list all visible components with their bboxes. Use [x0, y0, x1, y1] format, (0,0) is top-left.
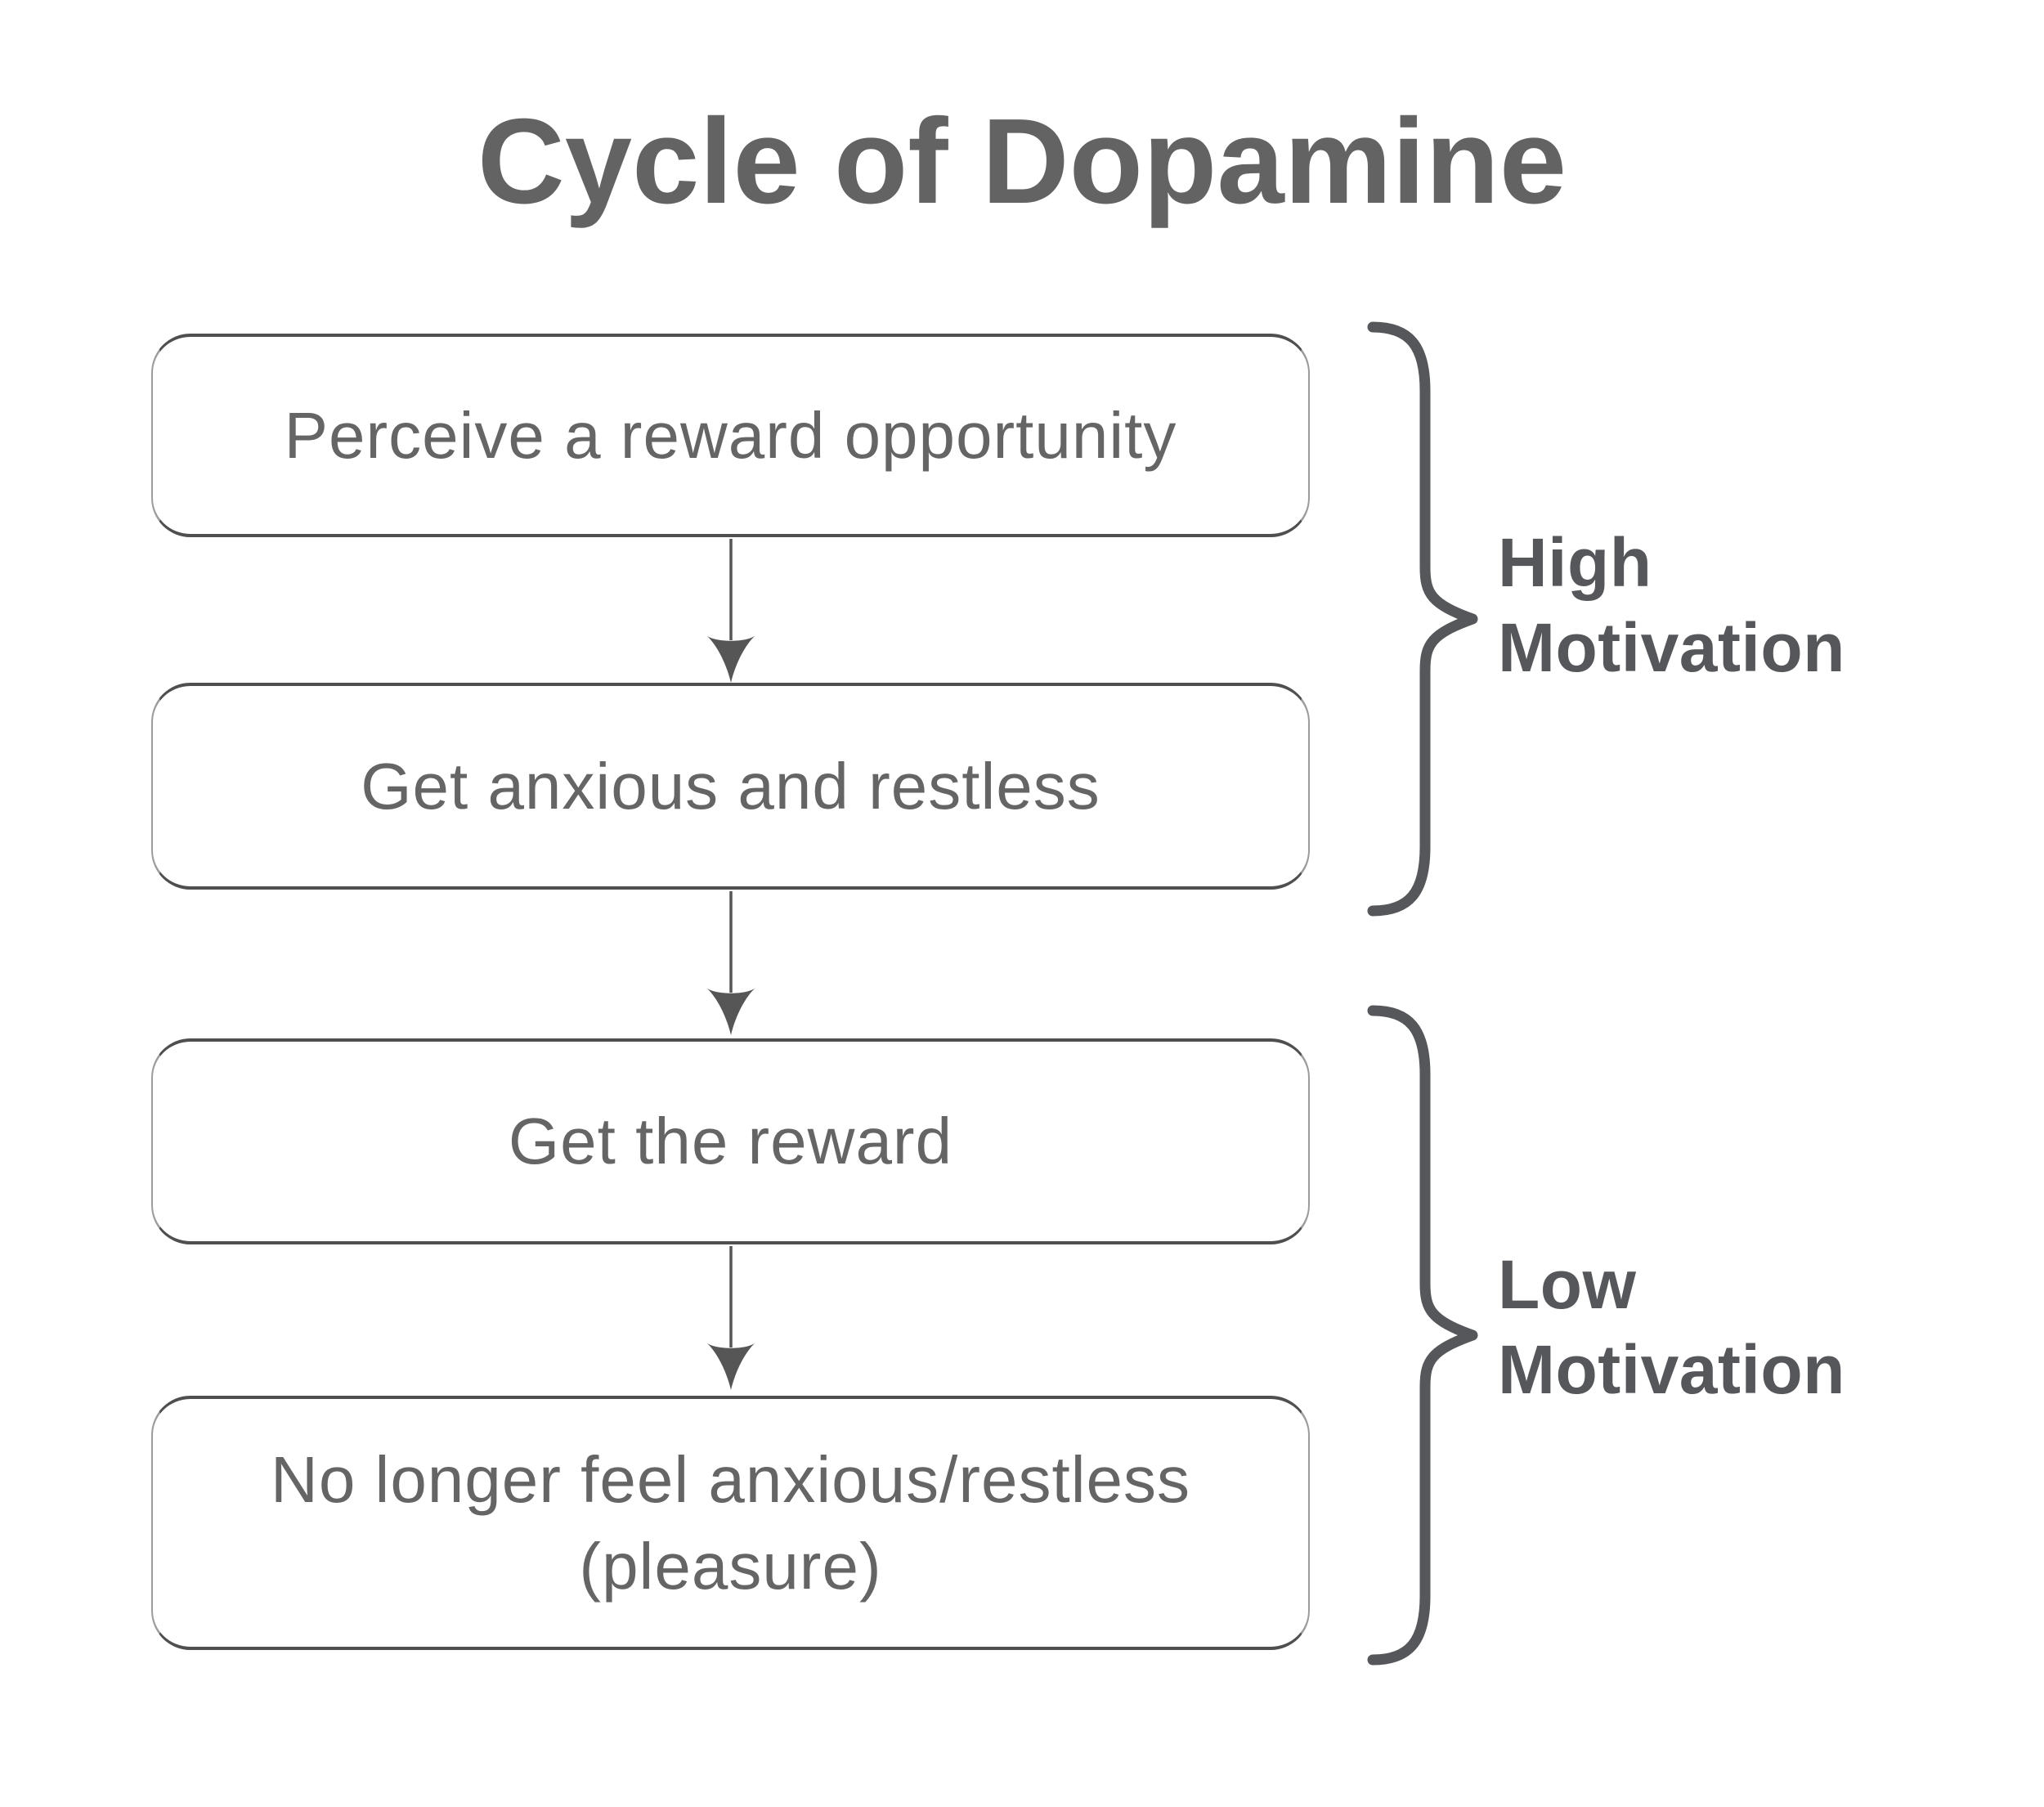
flow-box-perceive-reward: Perceive a reward opportunity	[151, 334, 1310, 537]
flow-box-label: Get the reward	[508, 1105, 953, 1177]
down-arrow-icon	[706, 539, 755, 683]
diagram-title: Cycle of Dopamine	[477, 94, 1567, 229]
flow-box-anxious-restless: Get anxious and restless	[151, 683, 1310, 890]
down-arrow-icon	[706, 891, 755, 1035]
down-arrow-icon	[706, 1246, 755, 1390]
flow-box-no-longer-anxious: No longer feel anxious/restless (pleasur…	[151, 1396, 1310, 1650]
flow-box-label: Perceive a reward opportunity	[284, 398, 1177, 472]
group-label-high-motivation: High Motivation	[1498, 524, 1845, 686]
flow-box-get-reward: Get the reward	[151, 1038, 1310, 1244]
high-motivation-brace-icon	[1367, 321, 1478, 917]
low-motivation-brace-icon	[1367, 1005, 1478, 1666]
flow-box-label: Get anxious and restless	[361, 749, 1100, 823]
group-label-low-motivation: Low Motivation	[1498, 1246, 1845, 1408]
flow-box-label: No longer feel anxious/restless (pleasur…	[271, 1442, 1190, 1603]
